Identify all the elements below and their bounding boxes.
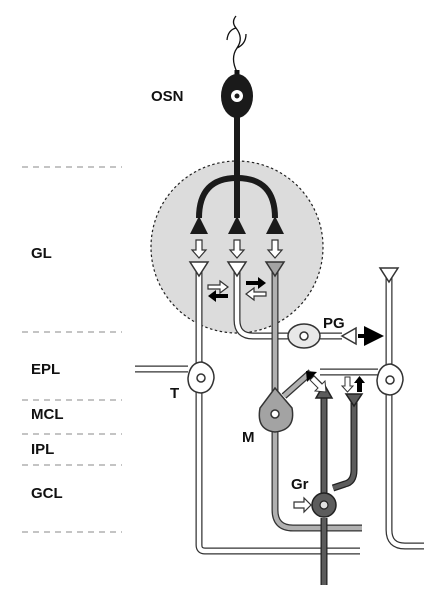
layer-label-mcl: MCL: [31, 406, 64, 423]
excitatory-arrow-icon: [208, 290, 228, 302]
granule-cell: [311, 382, 364, 585]
inhibitory-arrow-icon: [266, 239, 284, 259]
osn-terminal-left: [190, 216, 208, 234]
pg-axon-terminal: [340, 326, 357, 346]
periglomerular-cell: [226, 261, 357, 349]
pg-dendrite-tuft: [226, 261, 248, 278]
layer-label-gcl: GCL: [31, 485, 63, 502]
tufted-cell: [135, 261, 360, 555]
axon-tuft-icon: [226, 15, 247, 73]
osn-terminal-right: [266, 216, 284, 234]
layer-label-ipl: IPL: [31, 441, 54, 458]
layer-label-epl: EPL: [31, 361, 60, 378]
cell-label-pg: PG: [323, 315, 345, 332]
neighbor-cell: [320, 267, 424, 550]
inhibitory-arrow-icon: [309, 375, 327, 393]
inhibitory-arrow-icon: [207, 279, 229, 295]
neighbor-dendrite-tuft: [378, 267, 400, 284]
mitral-dendrite-tuft: [264, 261, 286, 278]
granule-spine-right: [344, 393, 364, 408]
mitral-cell: [258, 261, 362, 532]
inhibitory-arrow-icon: [293, 496, 312, 514]
excitatory-arrow-icon: [246, 277, 266, 289]
inhibitory-arrow-icon: [190, 239, 208, 259]
mitral-granule-arrows: [306, 371, 327, 393]
cell-label-m: M: [242, 429, 255, 446]
layer-boundaries: [22, 166, 122, 533]
osn-terminal-center: [228, 216, 246, 234]
inhibitory-arrow-icon: [245, 286, 267, 302]
inhibitory-arrow-icon: [340, 376, 355, 393]
layer-label-gl: GL: [31, 245, 52, 262]
cell-label-gr: Gr: [291, 476, 309, 493]
inhibitory-arrow-icon: [228, 239, 246, 259]
cell-label-osn: OSN: [151, 88, 184, 105]
synapse-arrows-down: [190, 239, 284, 259]
excitatory-arrow-icon: [354, 376, 365, 392]
olfactory-sensory-neuron: [190, 15, 284, 234]
granule-spine-arrows: [340, 376, 365, 393]
tufted-dendrite-tuft: [188, 261, 210, 278]
glomerular-arrows: [207, 277, 267, 302]
cell-label-t: T: [170, 385, 179, 402]
